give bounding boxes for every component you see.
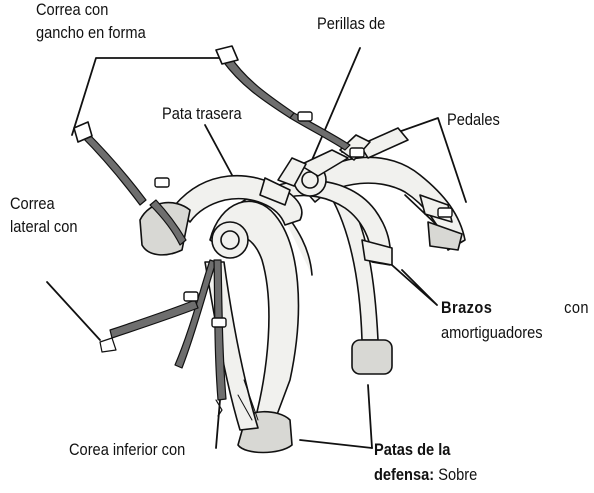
label-arms-bold: Brazos — [441, 298, 492, 317]
label-arms-line2: amortiguadores — [441, 323, 589, 342]
label-side-strap: Correa lateral con — [10, 194, 77, 236]
label-bottom-strap-text: Corea inferior con — [69, 440, 185, 459]
label-pedals: Pedales — [447, 110, 500, 129]
top-hooks — [74, 46, 238, 142]
label-bottom-strap: Corea inferior con — [69, 440, 185, 459]
label-rear-leg-text: Pata trasera — [162, 104, 242, 123]
label-bumper-legs-rest: Sobre — [434, 465, 477, 484]
lower-straps — [100, 260, 226, 416]
label-knobs: Perillas de — [317, 14, 385, 33]
label-pedals-text: Pedales — [447, 110, 500, 129]
top-straps — [80, 56, 350, 245]
label-hook-strap: Correa con gancho en forma — [36, 0, 146, 42]
label-bumper-legs-line1: Patas de la — [374, 440, 450, 459]
label-rear-leg: Pata trasera — [162, 104, 242, 123]
label-side-strap-line2: lateral con — [10, 217, 77, 236]
label-bumper-legs-bold: defensa: — [374, 465, 434, 484]
label-side-strap-line1: Correa — [10, 194, 77, 213]
label-knobs-text: Perillas de — [317, 14, 385, 33]
label-hook-strap-line1: Correa con — [36, 0, 146, 19]
front-legs — [205, 262, 258, 430]
label-arms: Brazos con amortiguadores — [441, 298, 589, 342]
label-hook-strap-line2: gancho en forma — [36, 23, 146, 42]
label-bumper-legs: Patas de la defensa: Sobre — [374, 440, 477, 484]
label-arms-word: con — [564, 298, 589, 317]
